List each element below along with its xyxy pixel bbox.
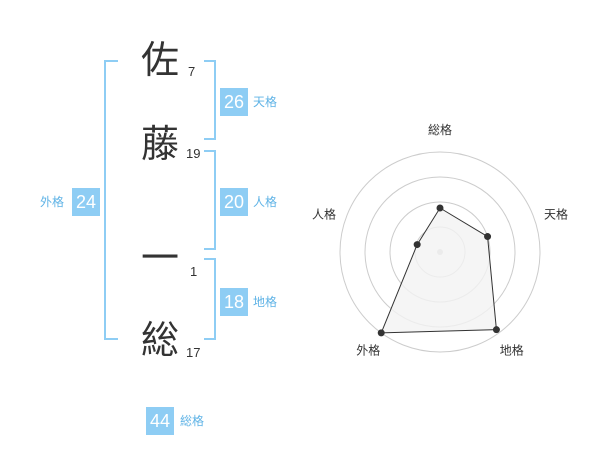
tenkaku-bracket bbox=[204, 60, 216, 140]
chikaku-bracket bbox=[204, 258, 216, 340]
radar-axis-label-0: 総格 bbox=[428, 122, 452, 137]
radar-ring-4 bbox=[339, 151, 541, 353]
stroke-count-3: 1 bbox=[190, 264, 198, 279]
stroke-count-1: 7 bbox=[188, 64, 196, 79]
radar-point-4 bbox=[413, 241, 421, 249]
radar-series-polygon bbox=[380, 207, 497, 334]
radar-axis-label-2: 地格 bbox=[500, 343, 524, 358]
radar-axis-label-1: 天格 bbox=[544, 206, 568, 221]
gaikaku-bracket bbox=[104, 60, 118, 340]
jinkaku-label: 人格 bbox=[253, 195, 278, 209]
name-char-1: 佐 bbox=[140, 38, 179, 82]
gaikaku-value: 24 bbox=[72, 188, 100, 216]
gaikaku-label: 外格 bbox=[40, 195, 65, 209]
chikaku-label: 地格 bbox=[253, 295, 278, 309]
soukaku-value: 44 bbox=[146, 407, 174, 435]
name-char-2: 藤 bbox=[140, 122, 179, 166]
name-char-4: 総 bbox=[140, 318, 179, 362]
stroke-count-2: 19 bbox=[186, 146, 201, 161]
radar-point-2 bbox=[492, 326, 500, 334]
jinkaku-value: 20 bbox=[220, 188, 248, 216]
radar-point-0 bbox=[436, 204, 444, 212]
soukaku-label: 総格 bbox=[180, 414, 205, 428]
stroke-count-4: 17 bbox=[186, 345, 201, 360]
radar-axis-label-3: 外格 bbox=[356, 343, 380, 358]
tenkaku-value: 26 bbox=[220, 88, 248, 116]
tenkaku-label: 天格 bbox=[253, 95, 278, 109]
chikaku-value: 18 bbox=[220, 288, 248, 316]
name-char-3: 一 bbox=[140, 236, 179, 280]
radar-axis-label-4: 人格 bbox=[312, 206, 336, 221]
jinkaku-bracket bbox=[204, 150, 216, 250]
radar-point-1 bbox=[484, 233, 492, 241]
radar-point-3 bbox=[377, 329, 385, 337]
